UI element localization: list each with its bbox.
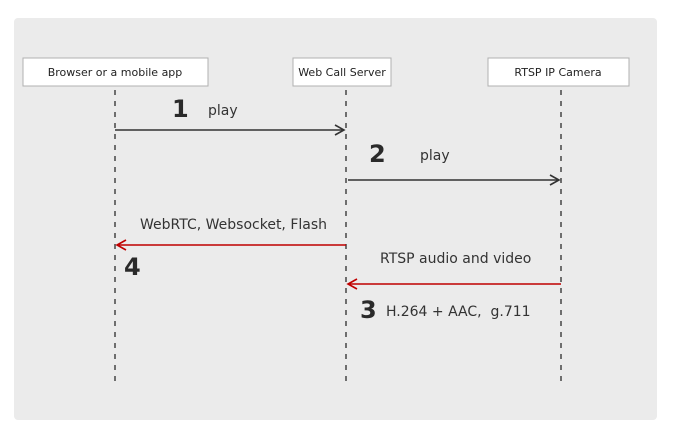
diagram-panel [14,18,657,420]
message-2-step: 2 [369,140,386,168]
message-3-step: 3 [360,296,377,324]
message-4: WebRTC, Websocket, Flash 4 [115,217,346,281]
actor-label-client: Browser or a mobile app [48,66,183,79]
actor-box-client [22,57,209,87]
message-2: 2 play [348,140,561,186]
message-2-label: play [420,148,450,164]
message-4-step: 4 [124,253,141,281]
actor-box-server [292,57,392,87]
message-3: RTSP audio and video 3 H.264 + AAC, g.71… [346,251,561,324]
actor-label-server: Web Call Server [298,66,386,79]
actor-client: Browser or a mobile app [22,57,209,87]
actor-box-camera [487,57,630,87]
message-3-label: RTSP audio and video [380,251,531,267]
actor-server: Web Call Server [292,57,392,87]
message-1-step: 1 [172,95,189,123]
message-4-label: WebRTC, Websocket, Flash [140,217,327,233]
message-1-label: play [208,103,238,119]
actor-camera: RTSP IP Camera [487,57,630,87]
actor-label-camera: RTSP IP Camera [514,66,601,79]
message-3-sublabel: H.264 + AAC, g.711 [386,304,531,320]
message-1: 1 play [115,95,346,136]
